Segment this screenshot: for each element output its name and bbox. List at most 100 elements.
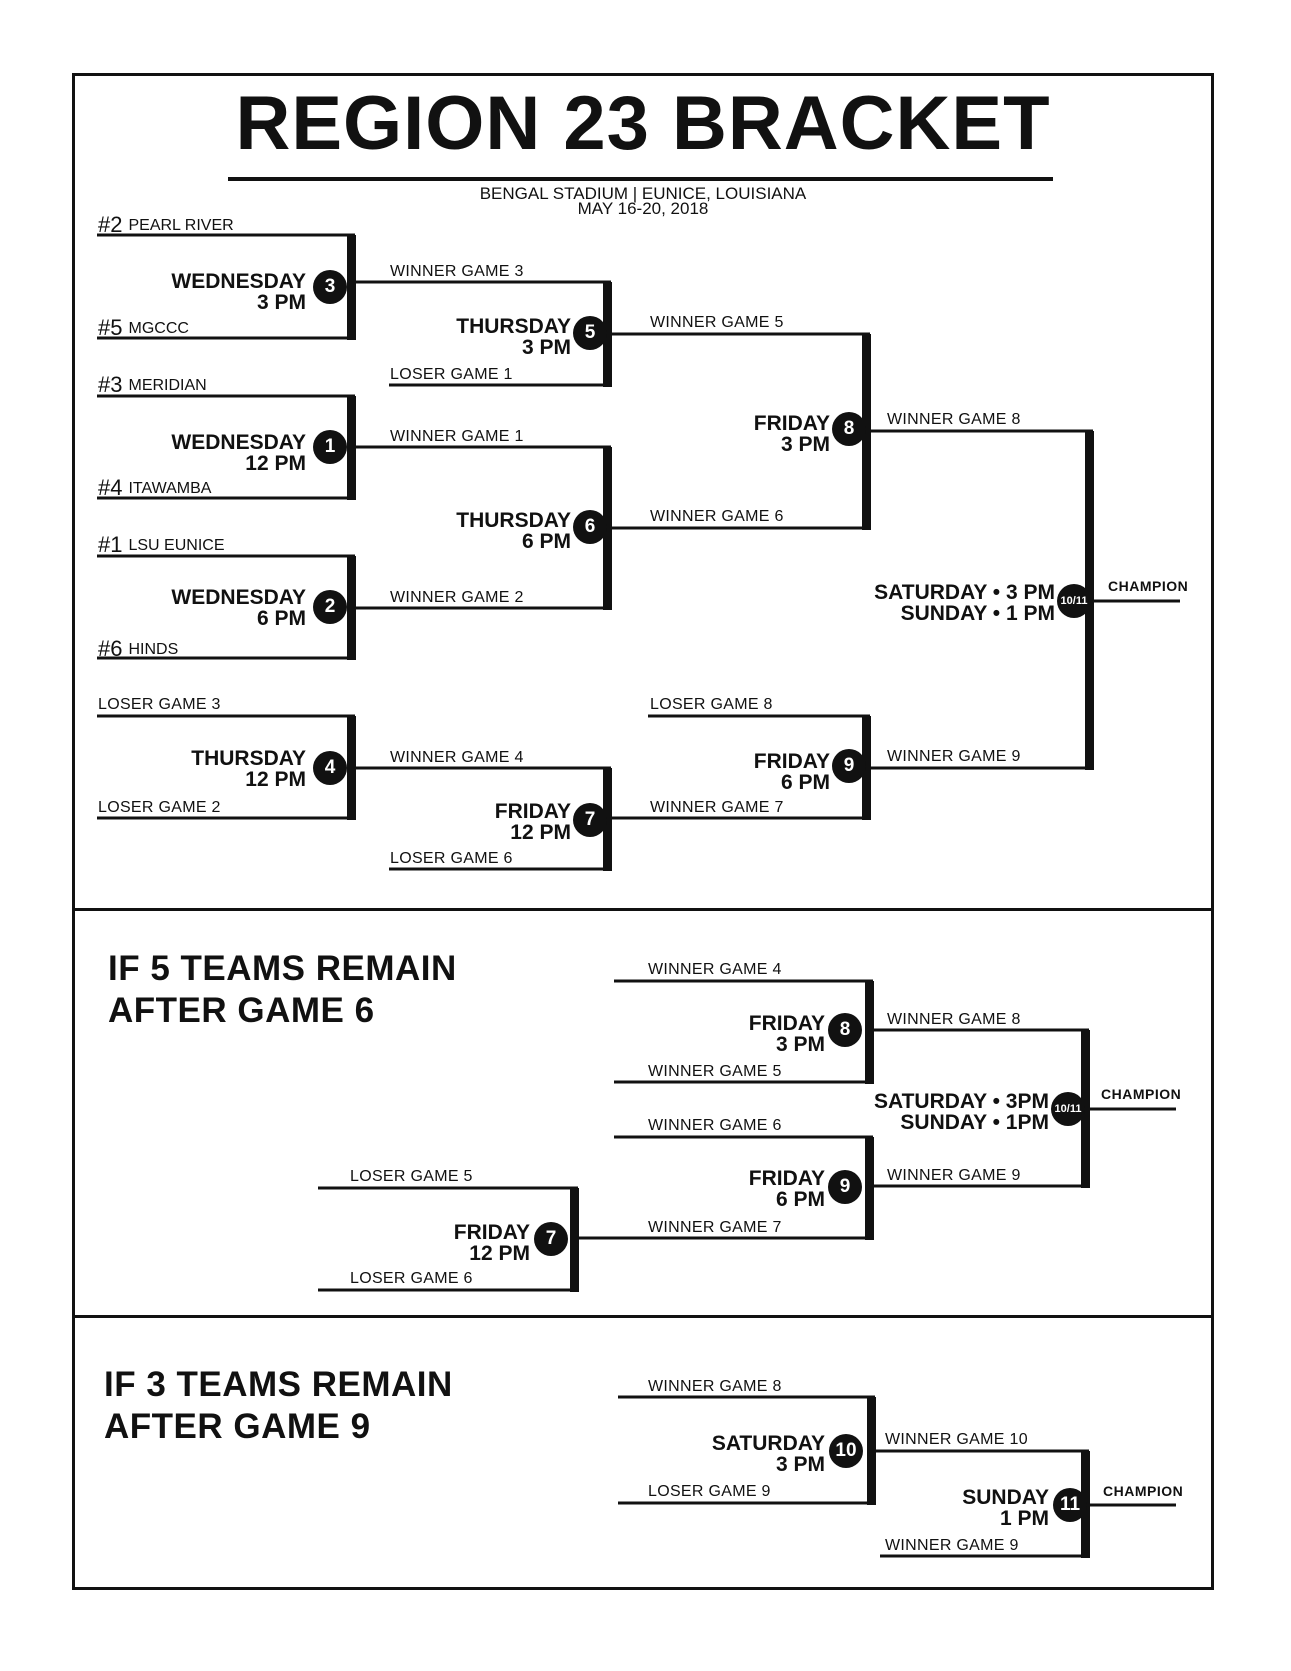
team-name: MGCCC <box>128 320 189 337</box>
label-loser-game-8: LOSER GAME 8 <box>650 696 773 713</box>
bracket-frame <box>72 73 1214 1590</box>
label-winner-game-10: WINNER GAME 10 <box>885 1431 1028 1448</box>
game-day: FRIDAY <box>748 1012 825 1035</box>
game-number-badge: 10 <box>829 1434 863 1468</box>
champion-label: CHAMPION <box>1101 1086 1182 1102</box>
champion-label: CHAMPION <box>1103 1483 1184 1499</box>
page-title: REGION 23 BRACKET <box>235 81 1051 166</box>
game-day: FRIDAY <box>494 800 571 823</box>
game-number-badge: 10/11 <box>1057 584 1091 618</box>
team-seed: #3 <box>98 372 123 397</box>
label-winner-game-4: WINNER GAME 4 <box>648 961 782 978</box>
game-number-badge: 9 <box>828 1170 862 1204</box>
label-winner-game-8: WINNER GAME 8 <box>887 411 1021 428</box>
label-loser-game-6: LOSER GAME 6 <box>390 850 513 867</box>
team-name: LSU EUNICE <box>128 537 225 554</box>
label-loser-game-3: LOSER GAME 3 <box>98 696 221 713</box>
game-time: 12 PM <box>245 768 306 791</box>
label-loser-game-5: LOSER GAME 5 <box>350 1168 473 1185</box>
game-time: 3 PM <box>521 336 571 359</box>
game-time: SUNDAY • 1 PM <box>900 602 1055 625</box>
game-day: SATURDAY • 3 PM <box>874 581 1055 604</box>
game-time: 6 PM <box>521 530 571 553</box>
title-underline <box>228 177 1053 181</box>
champion-label: CHAMPION <box>1108 578 1189 594</box>
game-number-badge: 7 <box>573 803 607 837</box>
game-time: 6 PM <box>775 1188 825 1211</box>
team-seed: #2 <box>98 212 123 237</box>
label-winner-game-6: WINNER GAME 6 <box>650 508 784 525</box>
game-time: 3 PM <box>775 1033 825 1056</box>
team-seed: #5 <box>98 315 123 340</box>
heading-line: IF 3 TEAMS REMAIN <box>104 1365 453 1404</box>
game-time: 6 PM <box>256 607 306 630</box>
heading-line: AFTER GAME 6 <box>108 991 375 1030</box>
game-day: THURSDAY <box>456 509 571 532</box>
heading-line: IF 5 TEAMS REMAIN <box>108 949 457 988</box>
game-number-badge: 9 <box>832 749 866 783</box>
game-day: WEDNESDAY <box>171 270 306 293</box>
label-winner-game-2: WINNER GAME 2 <box>390 589 524 606</box>
label-winner-game-8: WINNER GAME 8 <box>648 1378 782 1395</box>
game-time: SUNDAY • 1PM <box>900 1111 1049 1134</box>
label-winner-game-8: WINNER GAME 8 <box>887 1011 1021 1028</box>
game-time: 3 PM <box>775 1453 825 1476</box>
label-winner-game-5: WINNER GAME 5 <box>650 314 784 331</box>
dates: MAY 16-20, 2018 <box>577 199 709 218</box>
heading-line: AFTER GAME 9 <box>104 1407 371 1446</box>
label-winner-game-1: WINNER GAME 1 <box>390 428 524 445</box>
game-day: FRIDAY <box>753 750 830 773</box>
team-pearl-river: #2 PEARL RIVER <box>98 212 234 237</box>
bracket-connectors <box>97 233 1180 1558</box>
team-seed: #6 <box>98 636 123 661</box>
game-time: 6 PM <box>780 771 830 794</box>
game-day: WEDNESDAY <box>171 586 306 609</box>
game-day: SUNDAY <box>962 1486 1049 1509</box>
label-loser-game-9: LOSER GAME 9 <box>648 1483 771 1500</box>
game-number-badge: 6 <box>573 510 607 544</box>
label-loser-game-6: LOSER GAME 6 <box>350 1270 473 1287</box>
game-time: 3 PM <box>256 291 306 314</box>
game-day: FRIDAY <box>753 412 830 435</box>
game-number-badge: 10/11 <box>1051 1092 1085 1126</box>
game-time: 12 PM <box>510 821 571 844</box>
game-number-badge: 1 <box>313 430 347 464</box>
label-winner-game-6: WINNER GAME 6 <box>648 1117 782 1134</box>
team-name: PEARL RIVER <box>128 217 234 234</box>
game-day: THURSDAY <box>191 747 306 770</box>
game-time: 12 PM <box>245 452 306 475</box>
label-winner-game-9: WINNER GAME 9 <box>887 1167 1021 1184</box>
game-number-badge: 2 <box>313 590 347 624</box>
game-day: WEDNESDAY <box>171 431 306 454</box>
label-winner-game-7: WINNER GAME 7 <box>650 799 784 816</box>
game-day: FRIDAY <box>748 1167 825 1190</box>
team-seed: #1 <box>98 532 123 557</box>
label-winner-game-4: WINNER GAME 4 <box>390 749 524 766</box>
game-day: THURSDAY <box>456 315 571 338</box>
game-number-badge: 8 <box>828 1013 862 1047</box>
game-time: 1 PM <box>999 1507 1049 1530</box>
team-lsu-eunice: #1 LSU EUNICE <box>98 532 225 557</box>
game-number-badge: 3 <box>313 270 347 304</box>
label-winner-game-5: WINNER GAME 5 <box>648 1063 782 1080</box>
team-name: ITAWAMBA <box>128 480 212 497</box>
section-divider <box>72 908 1214 911</box>
label-loser-game-2: LOSER GAME 2 <box>98 799 221 816</box>
game-time: 12 PM <box>469 1242 530 1265</box>
